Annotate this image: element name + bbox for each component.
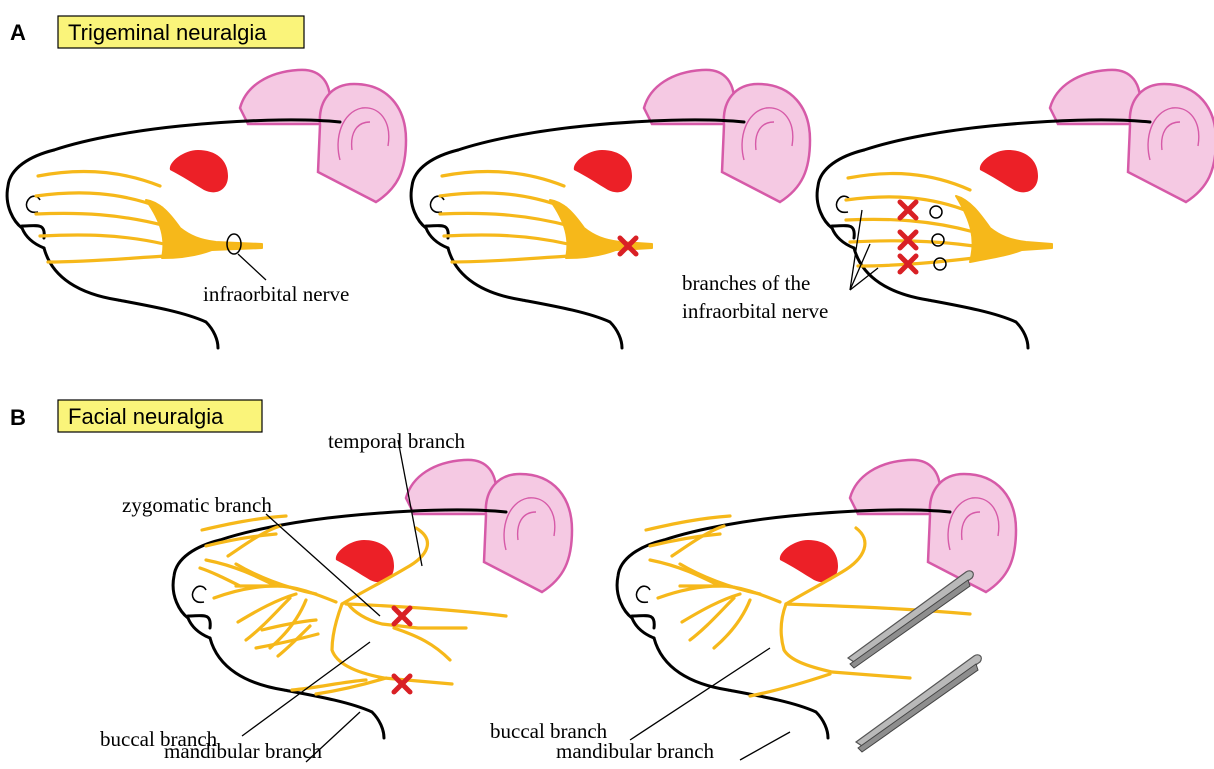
label-temporal: temporal branch [328,429,466,453]
label-mandibular-2: mandibular branch [556,739,715,763]
panel-b: B Facial neuralgia [10,400,1016,763]
nerve-marker-ring [932,234,944,246]
panel-b-letter: B [10,405,26,430]
label-branches-line2: infraorbital nerve [682,299,828,323]
rat-a3 [817,70,1214,348]
rat-head-b2 [617,460,1016,738]
rat-a1: infraorbital nerve [7,70,406,348]
infraorbital-pointer [238,254,266,280]
label-mandibular: mandibular branch [164,739,323,763]
forceps [856,655,981,752]
panel-a-letter: A [10,20,26,45]
label-infraorbital: infraorbital nerve [203,282,349,306]
branches-pointer [850,210,862,290]
rat-head-a3 [817,70,1214,348]
rat-head-a1 [7,70,406,348]
panel-a-title: Trigeminal neuralgia [68,20,267,45]
nerve-marker-ring [934,258,946,270]
label-branches-line1: branches of the [682,271,810,295]
rat-b2 [617,460,1016,760]
forceps [848,571,973,668]
rat-b1 [173,440,572,762]
mandibular-pointer-2 [740,732,790,760]
panel-b-title: Facial neuralgia [68,404,224,429]
label-zygomatic: zygomatic branch [122,493,272,517]
buccal-pointer [242,642,370,736]
nerve-marker-ring [930,206,942,218]
panel-a: A Trigeminal neuralgia infraorbital nerv… [7,16,1214,348]
cut-mark [394,608,410,624]
cut-mark [900,202,916,218]
